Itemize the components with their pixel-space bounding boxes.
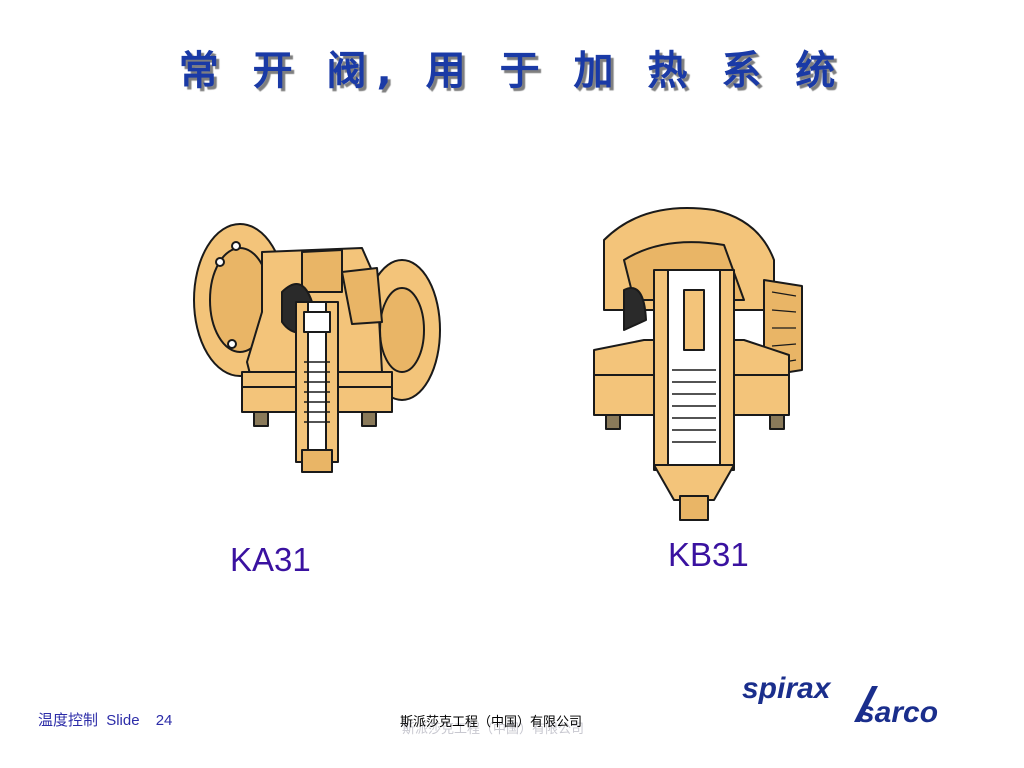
footer-slide-word: Slide <box>106 712 140 729</box>
footer-company: 斯派莎克工程（中国）有限公司 <box>400 715 583 730</box>
kb31-valve-illustration <box>593 207 803 521</box>
footer-slide-info: 温度控制 Slide 24 <box>38 709 176 730</box>
kb31-label: KB31 <box>668 536 749 573</box>
footer-company-shadow: 斯派莎克工程（中国）有限公司 <box>402 722 585 737</box>
footer-slide-number: 24 <box>155 712 173 729</box>
ka31-valve-illustration <box>193 223 441 473</box>
ka31-label: KA31 <box>230 541 311 578</box>
logo-line1: spirax <box>742 672 832 705</box>
logo-line2: sarco <box>858 696 938 728</box>
slide-title: 常 开 阀, 用 于 加 热 系 统 <box>178 48 846 94</box>
footer-section: 温度控制 <box>38 712 99 729</box>
spirax-sarco-logo: spirax sarco <box>742 672 938 728</box>
logo-slash <box>854 686 878 722</box>
